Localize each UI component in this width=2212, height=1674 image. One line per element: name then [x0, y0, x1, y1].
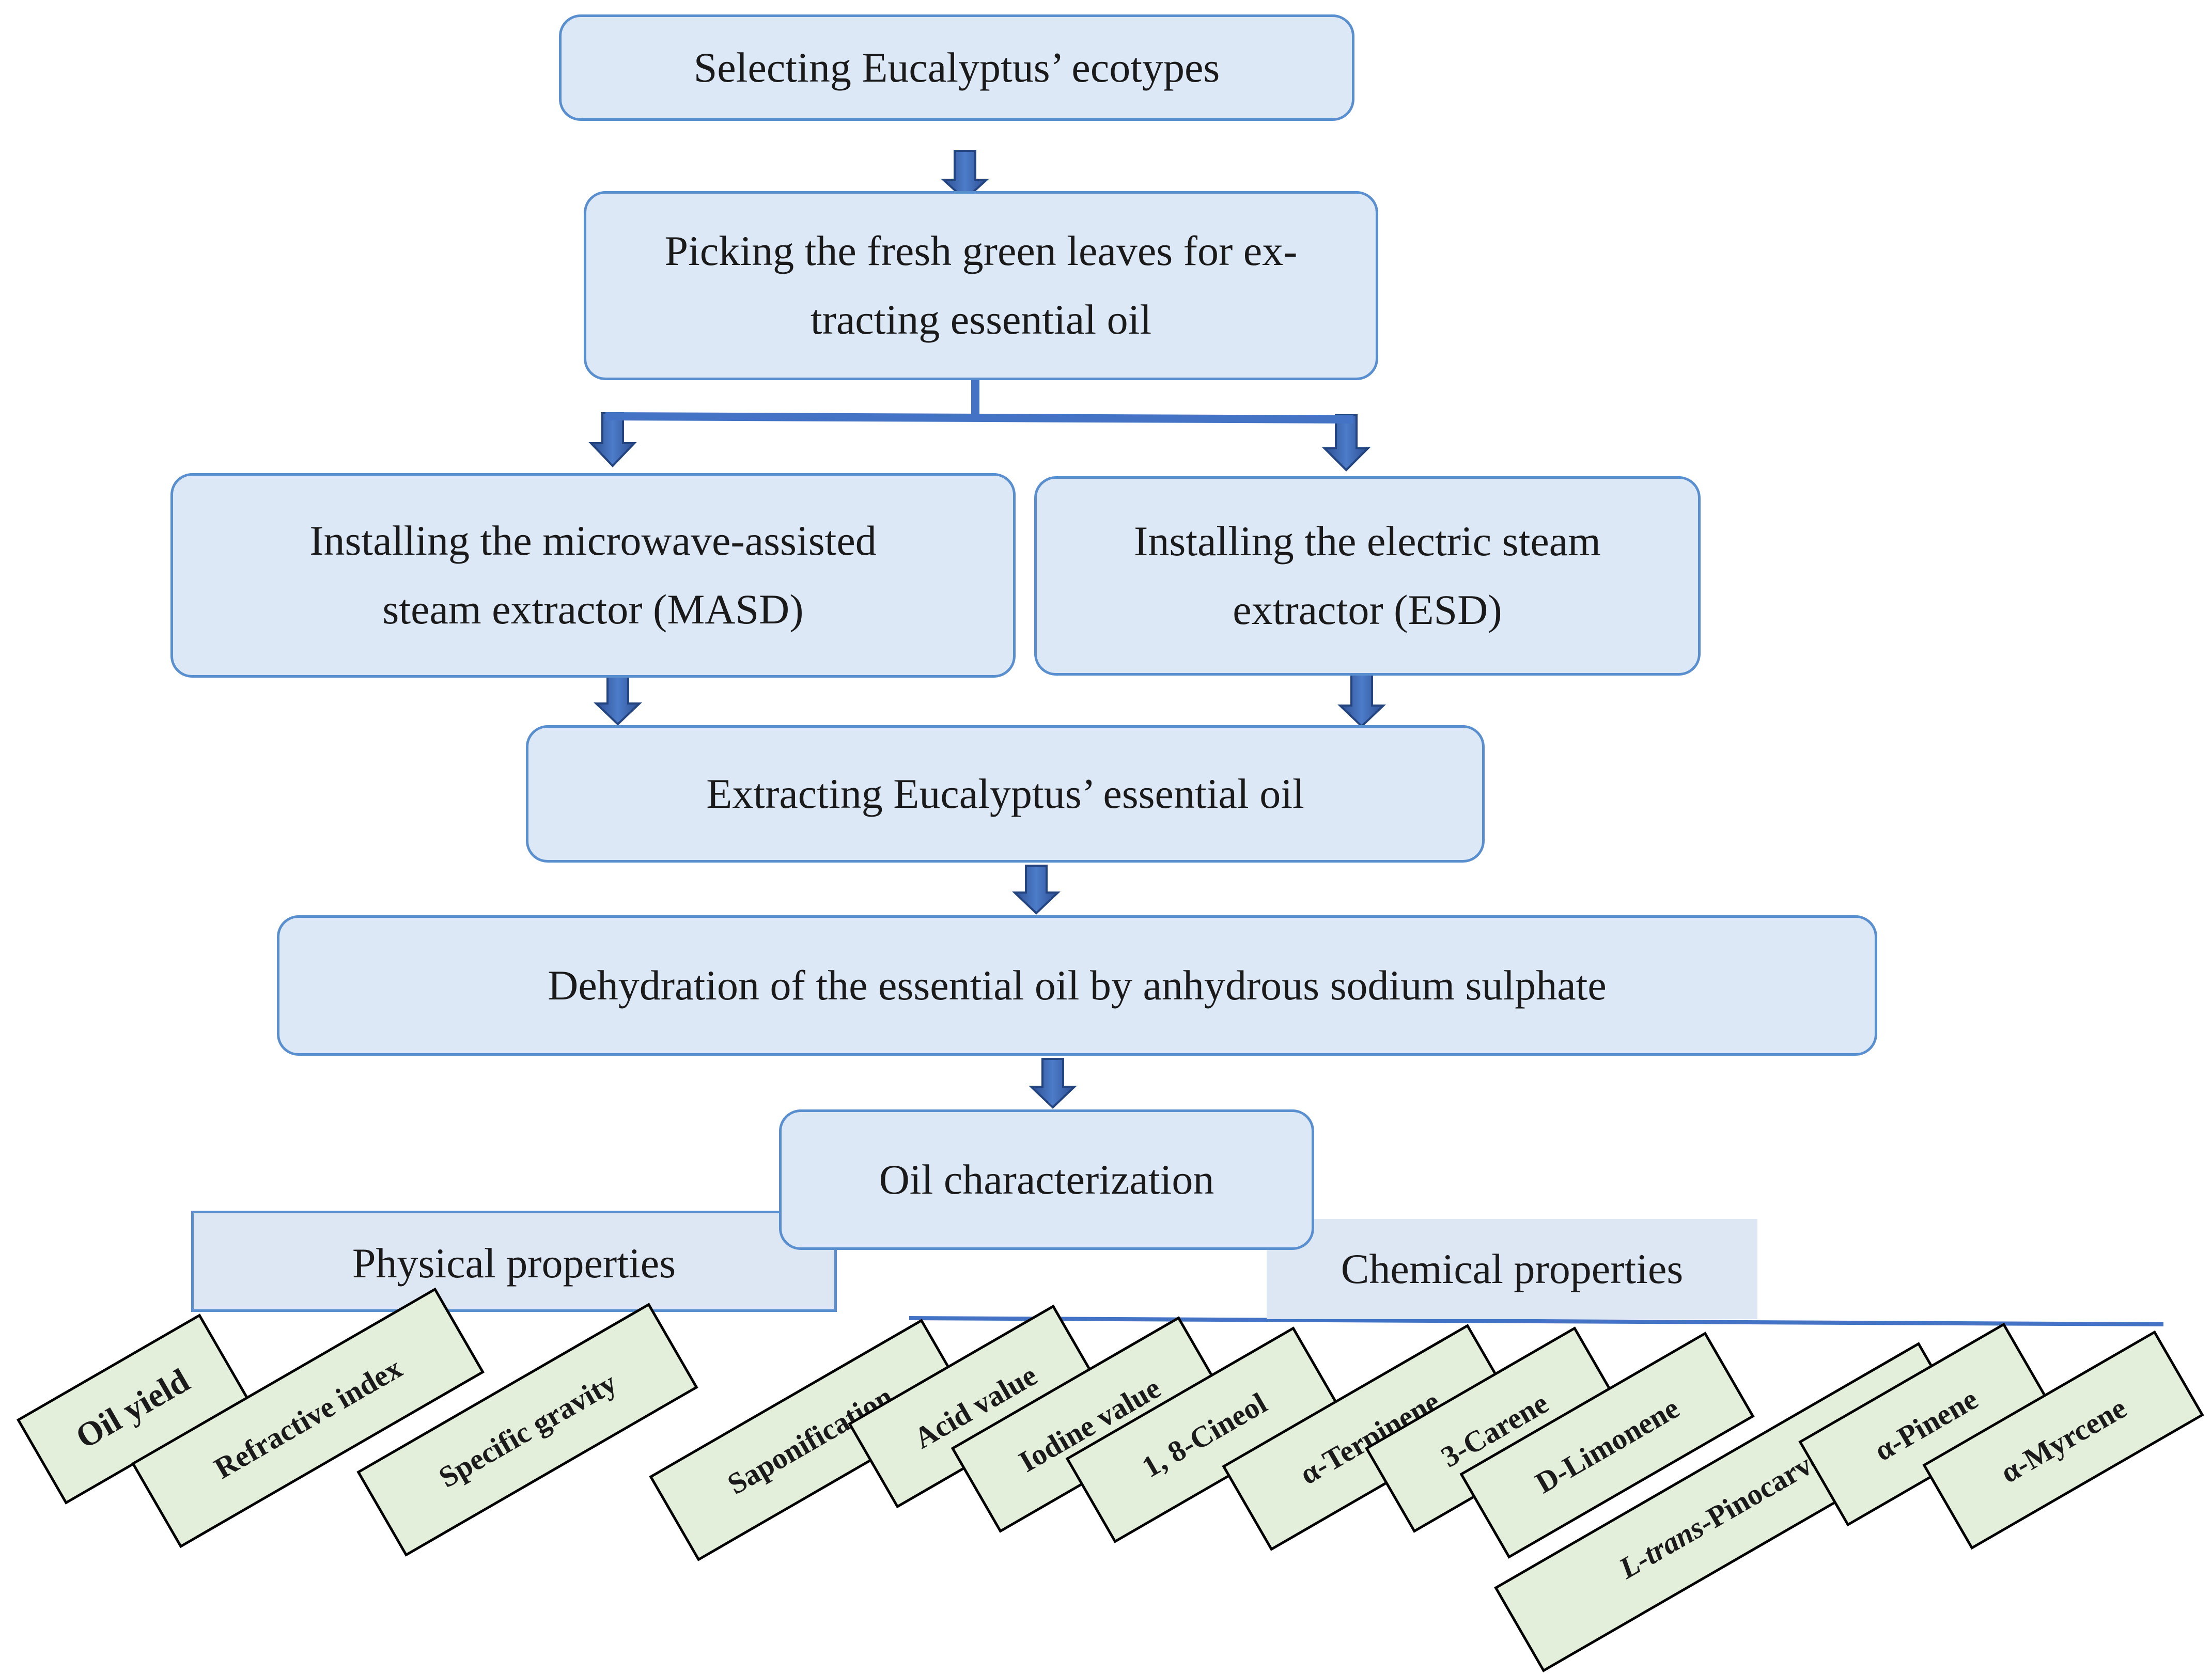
step-pick-leaves: Picking the fresh green leaves for ex- t… [584, 191, 1378, 380]
arrow-icon-extract [1012, 865, 1061, 915]
chemical-properties-label: Chemical properties [1341, 1245, 1684, 1292]
step-extract-oil-label: Extracting Eucalyptus’ essential oil [706, 770, 1304, 817]
step-pick-leaves-line1: Picking the fresh green leaves for ex- [664, 227, 1298, 275]
tag-pinocarveol-prefix: L-trans [1613, 1510, 1709, 1585]
arrow-icon-esd [1322, 414, 1370, 472]
step-install-esd-line1: Installing the electric steam [1134, 518, 1601, 565]
step-pick-leaves-text: Picking the fresh green leaves for ex- t… [665, 217, 1298, 354]
arrow-icon-masd [588, 412, 637, 467]
step-install-esd: Installing the electric steam extractor … [1034, 476, 1701, 676]
physical-properties-heading: Physical properties [191, 1211, 837, 1312]
step-extract-oil: Extracting Eucalyptus’ essential oil [526, 725, 1485, 863]
step-install-esd-line2: extractor (ESD) [1233, 586, 1502, 633]
step-pick-leaves-line2: tracting essential oil [810, 296, 1152, 343]
step-install-masd-line1: Installing the microwave-assisted [309, 517, 877, 565]
split-branch-line [605, 412, 1354, 424]
chemical-properties-heading: Chemical properties [1267, 1219, 1757, 1319]
arrow-icon-masd-out [594, 671, 642, 726]
step-select-ecotypes-label: Selecting Eucalyptus’ ecotypes [693, 43, 1220, 91]
physical-properties-label: Physical properties [352, 1240, 676, 1287]
chemical-underline [909, 1316, 2164, 1326]
step-install-esd-text: Installing the electric steam extractor … [1134, 507, 1601, 645]
step-dehydration-label: Dehydration of the essential oil by anhy… [548, 961, 1607, 1009]
step-install-masd: Installing the microwave-assisted steam … [170, 473, 1016, 678]
arrow-icon-esd-out [1337, 674, 1386, 728]
step-install-masd-line2: steam extractor (MASD) [382, 586, 804, 633]
step-install-masd-text: Installing the microwave-assisted steam … [309, 507, 877, 644]
step-select-ecotypes: Selecting Eucalyptus’ ecotypes [559, 14, 1354, 121]
arrow-icon-step1 [940, 150, 990, 201]
step-oil-characterization-label: Oil characterization [879, 1155, 1214, 1203]
arrow-icon-dehydration [1029, 1058, 1077, 1109]
step-oil-characterization: Oil characterization [779, 1109, 1314, 1250]
step-dehydration: Dehydration of the essential oil by anhy… [277, 915, 1877, 1056]
